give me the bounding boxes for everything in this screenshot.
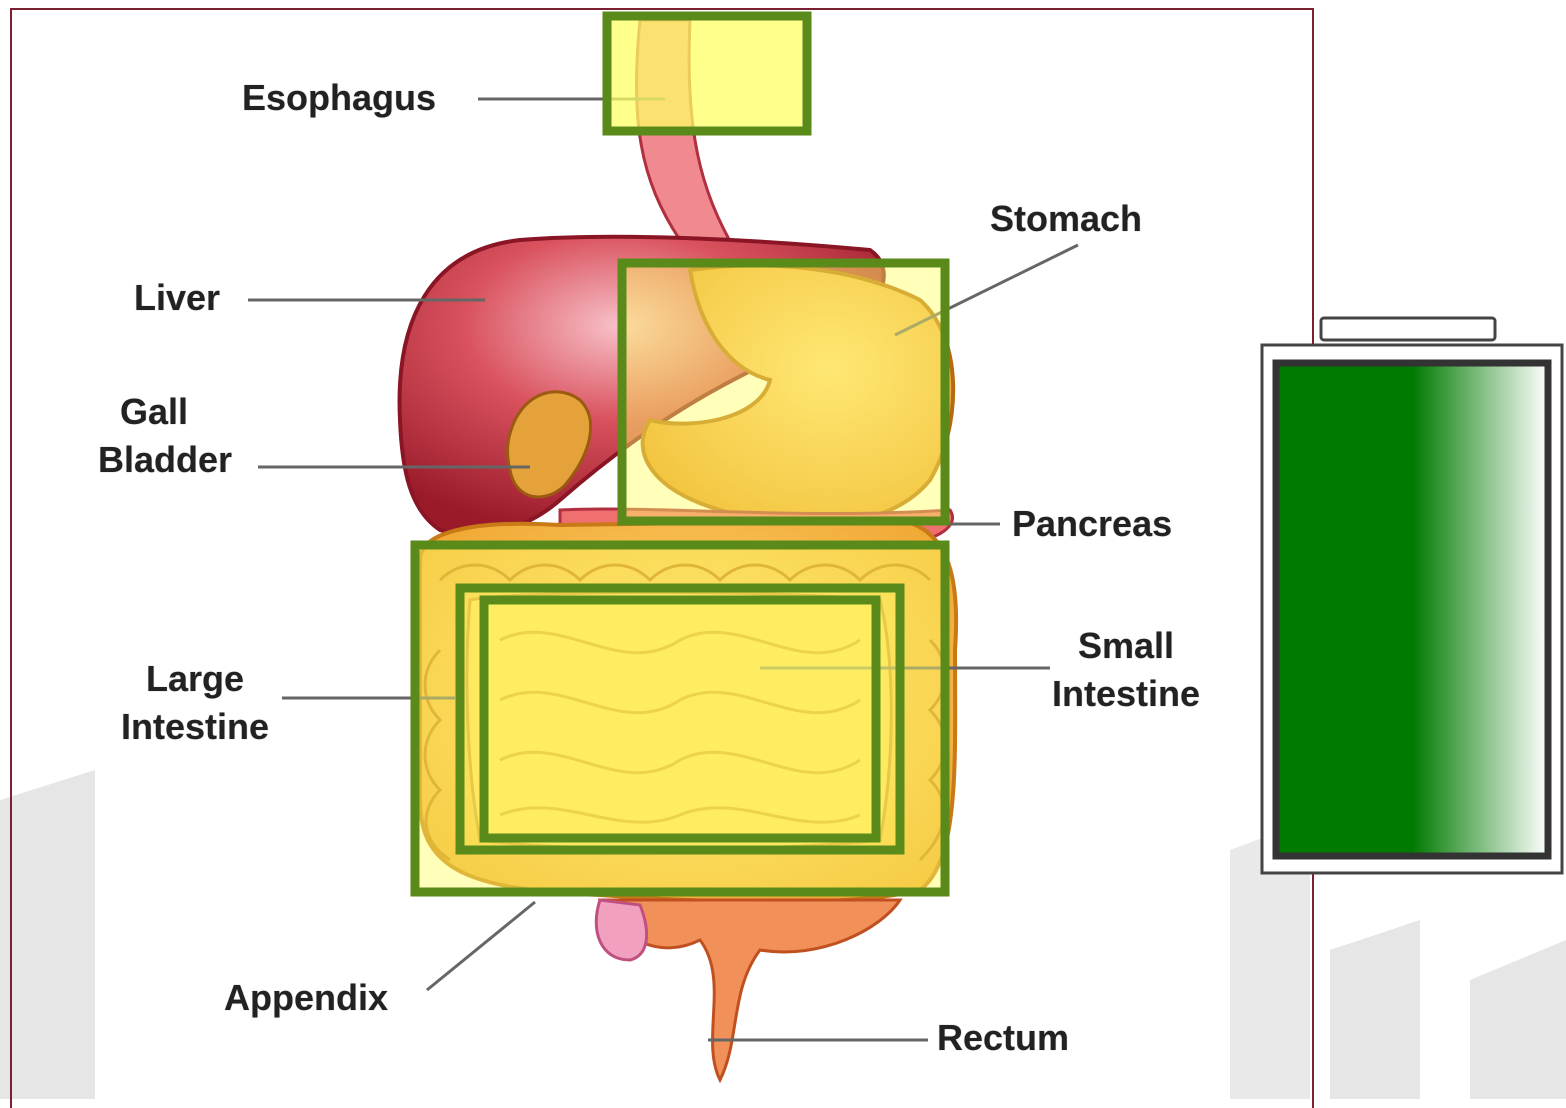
battery-indicator <box>1262 318 1562 873</box>
highlight-box-esophagus <box>607 16 807 131</box>
label-gall-bladder: Gall Bladder <box>98 388 232 484</box>
battery-fill <box>1276 363 1548 856</box>
highlight-box-small-intestine-inner <box>484 600 876 838</box>
label-large-intestine: Large Intestine <box>121 655 269 751</box>
label-liver: Liver <box>134 274 220 322</box>
label-appendix: Appendix <box>224 974 388 1022</box>
label-stomach: Stomach <box>990 195 1142 243</box>
label-rectum: Rectum <box>937 1014 1069 1062</box>
label-esophagus: Esophagus <box>242 74 436 122</box>
label-small-intestine: Small Intestine <box>1052 622 1200 718</box>
battery-terminal <box>1321 318 1495 340</box>
appendix-shape <box>596 900 646 960</box>
highlight-box-stomach <box>622 263 945 521</box>
label-pancreas: Pancreas <box>1012 500 1172 548</box>
